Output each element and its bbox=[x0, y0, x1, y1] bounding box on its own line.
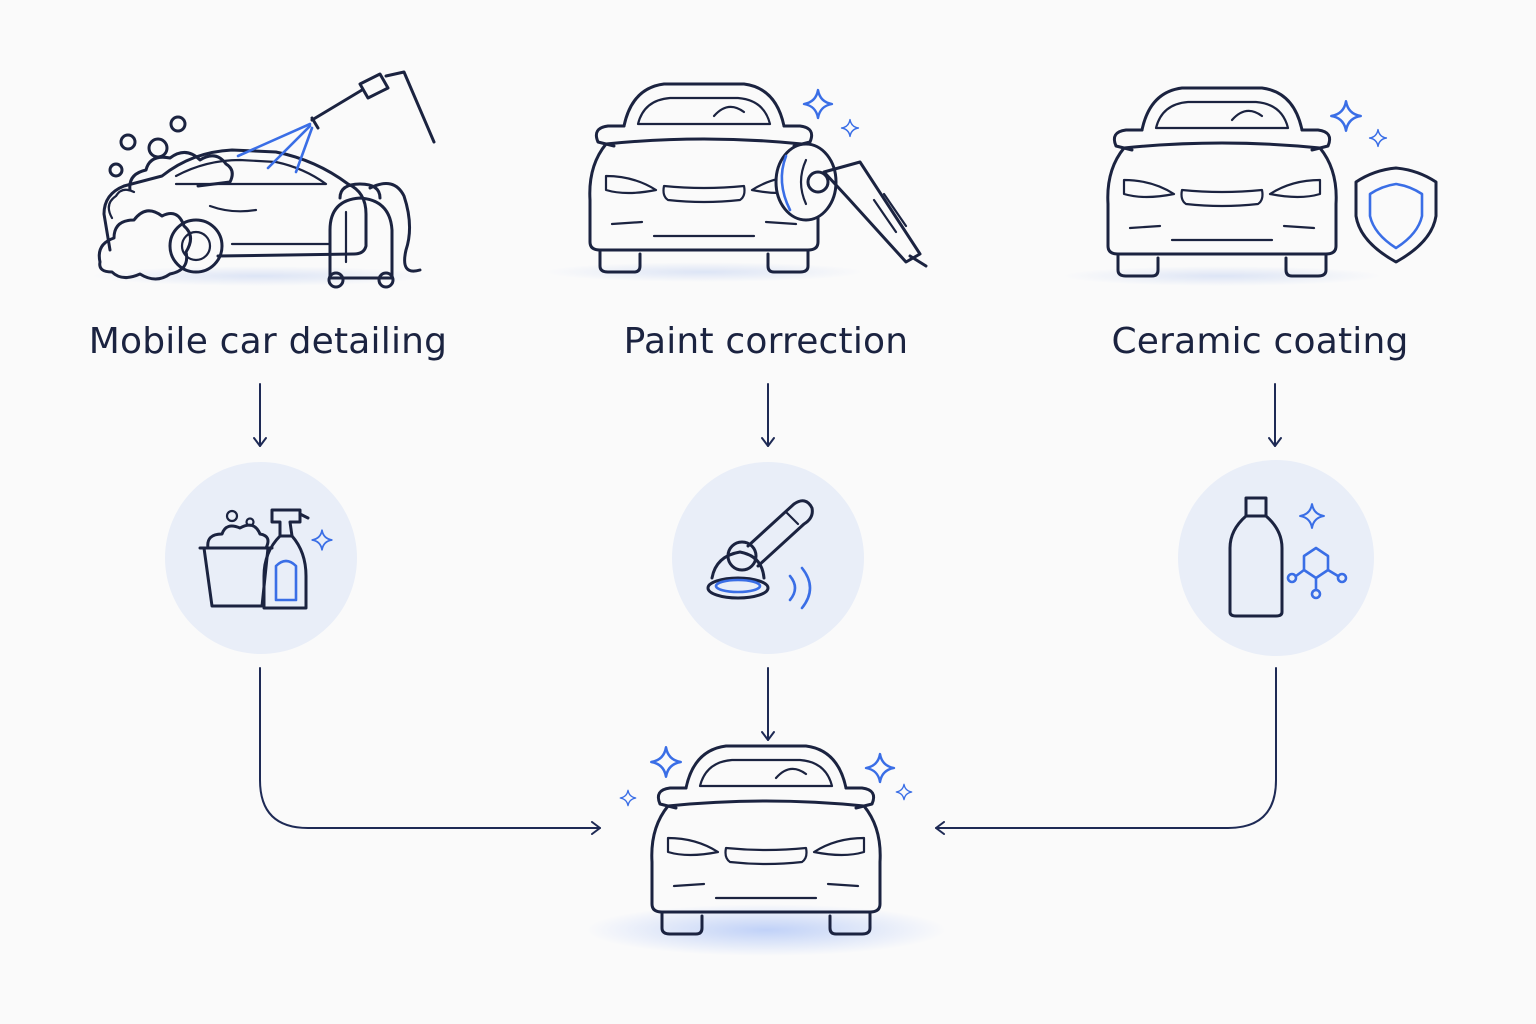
shield-car-icon bbox=[1062, 86, 1438, 286]
service-label-mobile-car-detailing: Mobile car detailing bbox=[88, 321, 448, 362]
connector-right bbox=[935, 667, 1277, 835]
rotary-polisher-icon bbox=[672, 462, 864, 654]
connector-left bbox=[259, 667, 601, 835]
sparkling-car-icon bbox=[586, 744, 946, 956]
service-label-paint-correction: Paint correction bbox=[623, 321, 909, 362]
service-label-ceramic-coating: Ceramic coating bbox=[1111, 321, 1409, 362]
polisher-car-icon bbox=[544, 82, 928, 282]
coating-bottle-icon bbox=[1178, 460, 1374, 656]
foam-wash-car-icon bbox=[90, 70, 436, 289]
bucket-and-spray-bottle-icon bbox=[165, 462, 357, 654]
